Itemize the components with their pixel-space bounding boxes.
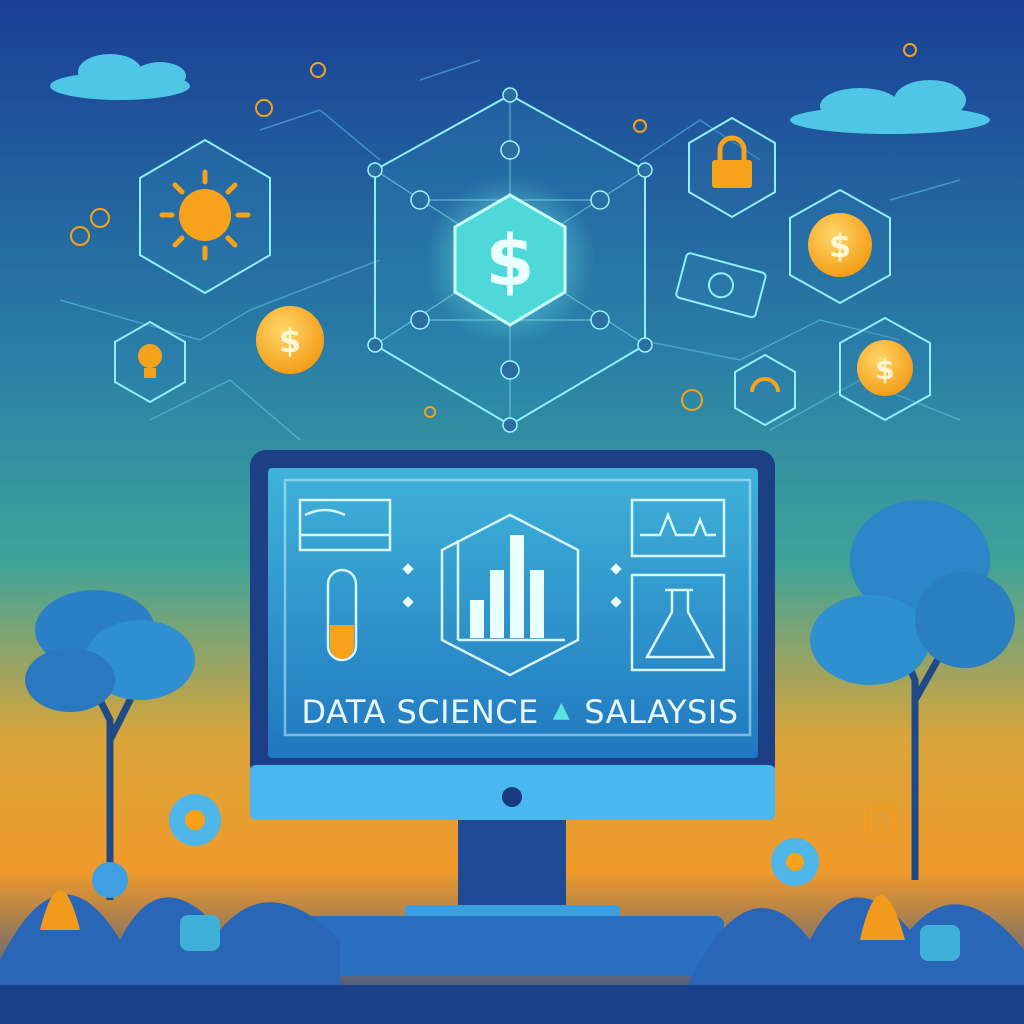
bill-icon (675, 252, 767, 319)
graph-icon (630, 498, 726, 558)
tree-left (25, 590, 195, 900)
lightbulb-icon (114, 320, 186, 404)
desk (300, 916, 724, 976)
cloud-right (790, 80, 990, 134)
central-network-hexagon (367, 87, 653, 433)
network-lines (59, 59, 961, 441)
coin-icon-left (256, 306, 324, 374)
screen-content (283, 478, 752, 737)
monitor-button (502, 787, 522, 807)
node-dots (70, 43, 917, 418)
sun-icon (139, 138, 271, 295)
coin-symbol-left: $ (279, 322, 301, 360)
triangle-icon: ▲ (552, 697, 571, 723)
screen-title: DATA SCIENCE ▲ SALAYSIS (300, 690, 740, 734)
lock-icon (688, 116, 776, 219)
monitor-stand (405, 905, 620, 919)
dollar-icon: $ (486, 220, 535, 302)
monitor-neck (458, 820, 566, 912)
coin-icon-lower-right (839, 316, 931, 422)
screen-title-right: SALAYSIS (584, 693, 739, 731)
test-tube-icon (326, 568, 358, 662)
tree-right (810, 500, 1015, 880)
coin-symbol: $ (829, 227, 851, 265)
cloud-left (50, 54, 190, 100)
plants-left (0, 794, 340, 1000)
refresh-icon (734, 353, 796, 427)
card-icon (298, 498, 392, 552)
flask-icon (630, 573, 726, 672)
ground (0, 985, 1024, 1024)
coin-symbol-lower-right: $ (875, 353, 894, 386)
bar-chart-icon (440, 513, 580, 677)
coin-icon-right (789, 188, 891, 305)
screen-title-left: DATA SCIENCE (301, 693, 539, 731)
